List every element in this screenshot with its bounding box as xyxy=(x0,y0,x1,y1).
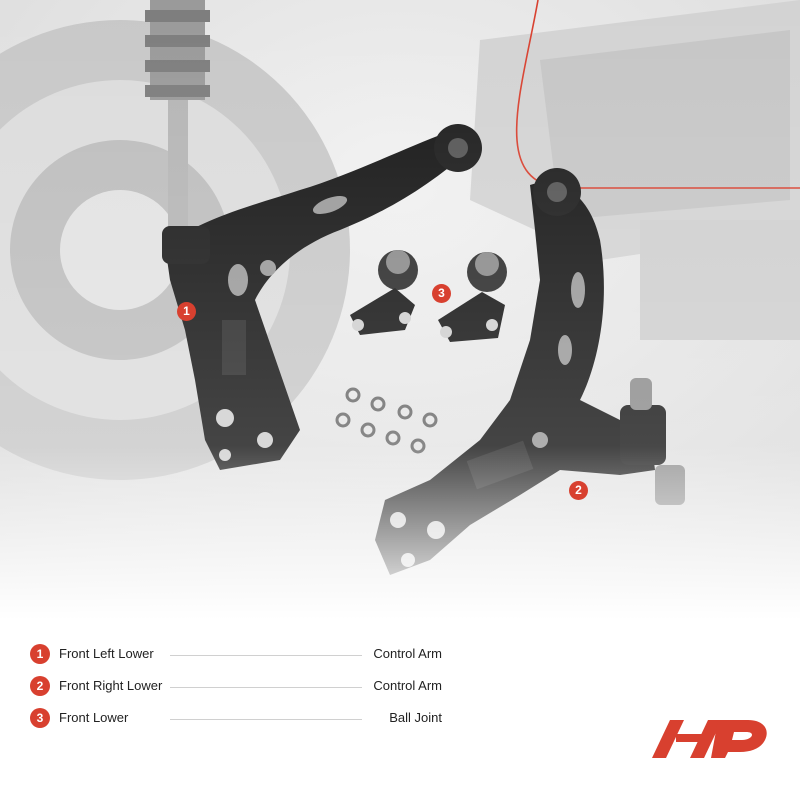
legend-number-badge: 3 xyxy=(30,708,50,728)
legend-part-type: Control Arm xyxy=(367,678,442,693)
legend-divider xyxy=(170,655,362,656)
legend-part-name: Front Left Lower xyxy=(59,646,160,661)
callout-badge-1: 1 xyxy=(177,302,196,321)
callout-badge-3: 3 xyxy=(432,284,451,303)
legend-row: 1 Front Left Lower Control Arm xyxy=(30,644,442,666)
legend-part-type: Ball Joint xyxy=(383,710,442,725)
legend-number-badge: 1 xyxy=(30,644,50,664)
legend-divider xyxy=(170,719,362,720)
legend-part-name: Front Lower xyxy=(59,710,135,725)
parts-legend: 1 Front Left Lower Control Arm 2 Front R… xyxy=(30,644,442,740)
callout-badge-2: 2 xyxy=(569,481,588,500)
legend-part-name: Front Right Lower xyxy=(59,678,169,693)
legend-row: 2 Front Right Lower Control Arm xyxy=(30,676,442,698)
legend-row: 3 Front Lower Ball Joint xyxy=(30,708,442,730)
suspension-photo xyxy=(0,0,800,620)
brand-logo xyxy=(652,720,767,758)
legend-divider xyxy=(170,687,362,688)
legend-number-badge: 2 xyxy=(30,676,50,696)
legend-part-type: Control Arm xyxy=(367,646,442,661)
